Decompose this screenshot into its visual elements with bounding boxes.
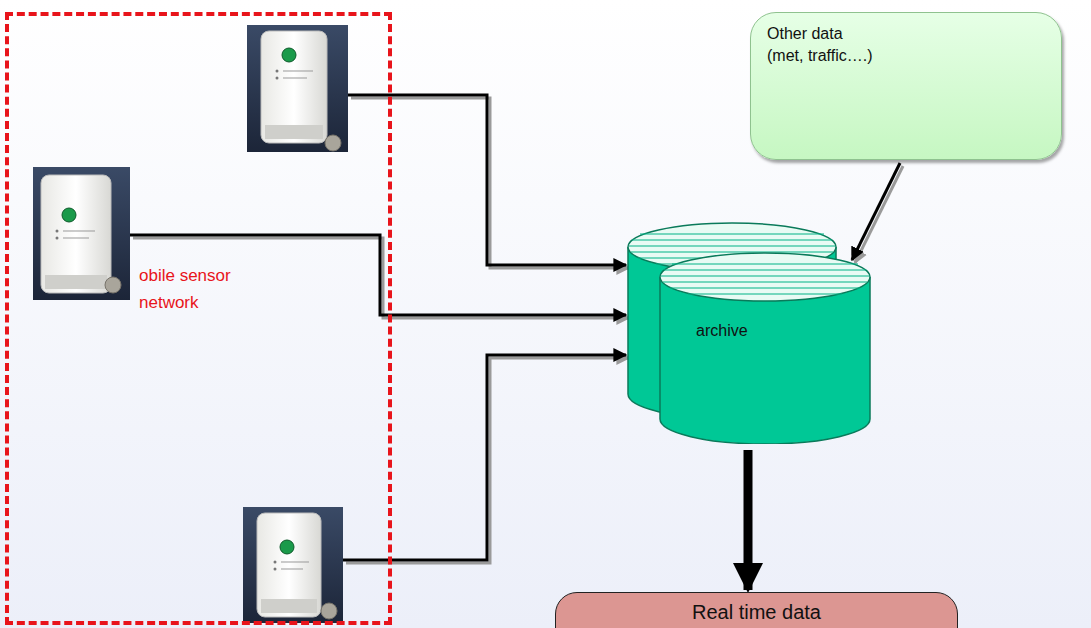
sensor-device (247, 25, 348, 152)
node-label: obile sensor network (139, 262, 289, 316)
cylinder-shape (626, 222, 874, 444)
connector-arrow (343, 355, 626, 560)
data-callout: Other data (met, traffic….) (750, 12, 1062, 160)
sensor-network-region: obile sensor network (5, 12, 392, 625)
node-label: Other data (met, traffic….) (767, 23, 878, 67)
connector-arrow (130, 235, 626, 315)
archive-database: archive (626, 222, 874, 444)
connector-shadow (855, 166, 903, 263)
sensor-device (243, 507, 343, 623)
connector-arrow (744, 450, 753, 590)
node-label: Real time data (556, 601, 957, 624)
connector-arrow (852, 163, 900, 260)
connector-shadow (351, 98, 629, 268)
node-label: archive (696, 322, 816, 340)
sensor-device (33, 167, 130, 300)
output-box: Real time data (555, 592, 958, 628)
